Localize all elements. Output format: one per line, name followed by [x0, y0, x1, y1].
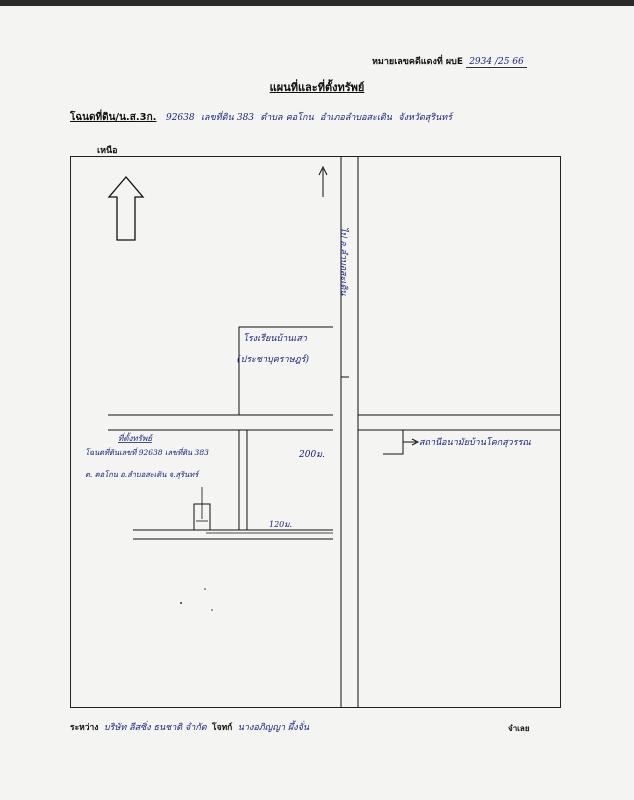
case-reference: หมายเลขคดีแดงที่ ผบE 2934 /25 66 — [372, 54, 527, 68]
deed-line: โฉนดที่ดิน/น.ส.3ก. 92638 เลขที่ดิน 383 ต… — [70, 110, 550, 125]
plaintiff-name: บริษัท ลีสซิ่ง ธนชาติ จำกัด — [103, 723, 207, 733]
health-center-label: สถานีอนามัยบ้านโคกสุวรรณ — [419, 436, 531, 448]
location-bracket — [340, 376, 349, 487]
deed-label: โฉนดที่ดิน/น.ส.3ก. — [70, 112, 157, 123]
land-no: 383 — [236, 113, 255, 123]
map-drawing: ไป อ.ลำบอสะเดิน โรงเรียนบ้านเสา (ประชาบุ… — [85, 157, 560, 707]
defendant-name: นางอภิญญา ผึ้งจั่น — [237, 723, 310, 733]
case-reference-label: หมายเลขคดีแดงที่ ผบE — [372, 57, 464, 67]
parties-line: ระหว่าง บริษัท ลีสซิ่ง ธนชาติ จำกัด โจทก… — [70, 720, 550, 734]
north-arrow-icon — [107, 175, 145, 241]
deed-number: 92638 — [165, 113, 195, 123]
distance-120m: 120ม. — [269, 520, 292, 529]
land-no-label: เลขที่ดิน — [200, 113, 234, 123]
school-outline — [238, 326, 333, 415]
road-direction-label: ไป อ.ลำบอสะเดิน — [338, 227, 350, 296]
school-name: โรงเรียนบ้านเสา — [243, 332, 308, 344]
subdistrict-label: ตำบล — [260, 113, 283, 123]
health-center-bracket — [358, 429, 404, 455]
province: สุรินทร์ — [424, 113, 453, 123]
district-label: อำเภอ — [319, 113, 345, 123]
school-subname: (ประชาบุคราษฎร์) — [237, 354, 309, 365]
subdistrict: คอโกน — [285, 113, 314, 123]
distance-200m: 200ม. — [298, 450, 325, 460]
asset-deed-line: โฉนดที่ดินเลขที่ 92638 เลขที่ดิน 383 — [85, 447, 209, 457]
plaintiff-role-label: โจทก์ — [212, 723, 233, 733]
asset-tag: ที่ตั้งทรัพย์ — [118, 432, 154, 443]
north-label: เหนือ — [97, 146, 118, 156]
district: ลำบอสะเดิน — [344, 113, 392, 123]
province-label: จังหวัด — [398, 113, 425, 123]
page-title: แผนที่และที่ตั้งทรัพย์ — [269, 81, 365, 94]
scan-top-edge — [0, 0, 634, 6]
asset-location-line: ต. คอโกน อ.ลำบอสะเดิน จ.สุรินทร์ — [85, 470, 200, 479]
map-frame: ไป อ.ลำบอสะเดิน โรงเรียนบ้านเสา (ประชาบุ… — [70, 156, 561, 708]
case-reference-number: 2934 /25 66 — [466, 57, 527, 68]
defendant-role-label: จำเลย — [508, 724, 530, 733]
between-label: ระหว่าง — [70, 723, 99, 733]
